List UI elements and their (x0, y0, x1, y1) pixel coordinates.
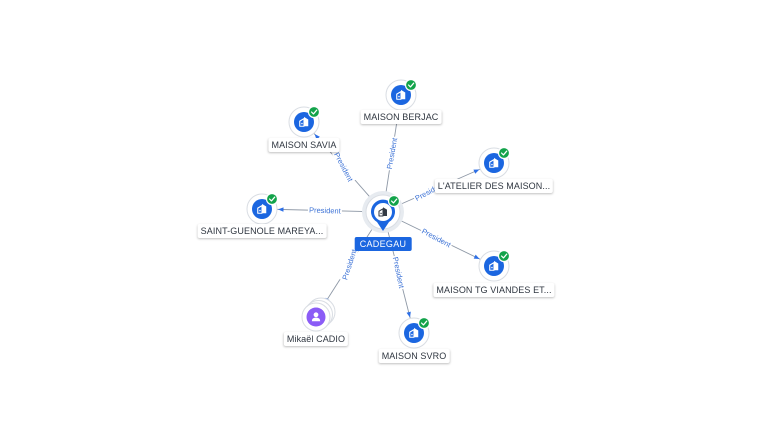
node-maison-tg[interactable] (478, 249, 511, 282)
edge-label-president: President (309, 206, 342, 216)
verified-check-icon (497, 146, 511, 160)
node-label-maison-berjac[interactable]: MAISON BERJAC (360, 110, 442, 124)
node-cadegau[interactable] (362, 191, 404, 233)
company-icon (396, 89, 406, 100)
edge-arrow (406, 311, 411, 318)
node-maison-berjac[interactable] (385, 78, 418, 111)
node-latelier[interactable] (478, 146, 511, 179)
verified-check-icon (497, 249, 511, 263)
node-maison-savia[interactable] (288, 105, 321, 138)
company-icon (378, 207, 387, 217)
node-maison-svro[interactable] (398, 316, 431, 349)
edge-arrow (277, 207, 284, 212)
edge-label-bg (391, 254, 407, 290)
edge-label-president: President (391, 256, 407, 290)
edge-label-bg (339, 246, 359, 282)
node-label-mikael-cadio[interactable]: Mikaël CADIO (283, 332, 349, 346)
company-icon (489, 157, 499, 168)
verified-check-icon (265, 192, 279, 206)
edge-arrow (473, 169, 480, 174)
edge-label-bg (331, 149, 356, 184)
node-label-latelier[interactable]: L'ATELIER DES MAISON... (434, 179, 554, 193)
edge-arrow (314, 134, 320, 140)
verified-check-icon (307, 105, 321, 119)
company-icon (489, 260, 499, 271)
edge-label-president: President (332, 151, 355, 184)
edge-label-president: President (420, 227, 453, 250)
node-label-maison-savia[interactable]: MAISON SAVIA (268, 138, 340, 152)
company-icon (409, 327, 419, 338)
edge-arrow (473, 254, 480, 260)
node-saint-guenole[interactable] (246, 192, 279, 225)
edge-label-bg (419, 225, 454, 250)
company-icon (257, 203, 267, 214)
verified-check-icon (387, 194, 401, 208)
edge-label-president: President (385, 136, 400, 170)
node-mikael-cadio[interactable] (301, 297, 336, 332)
edge-label-bg (384, 135, 399, 171)
person-icon (311, 312, 321, 322)
edge-label-president: President (340, 247, 359, 281)
node-label-maison-svro[interactable]: MAISON SVRO (378, 349, 450, 363)
node-label-cadegau[interactable]: CADEGAU (354, 237, 412, 251)
edge-label-bg (307, 204, 343, 216)
verified-check-icon (404, 78, 418, 92)
node-label-maison-tg[interactable]: MAISON TG VIANDES ET... (433, 283, 555, 297)
verified-check-icon (417, 316, 431, 330)
node-label-saint-guenole[interactable]: SAINT-GUENOLE MAREYA... (197, 224, 327, 238)
company-icon (299, 116, 309, 127)
